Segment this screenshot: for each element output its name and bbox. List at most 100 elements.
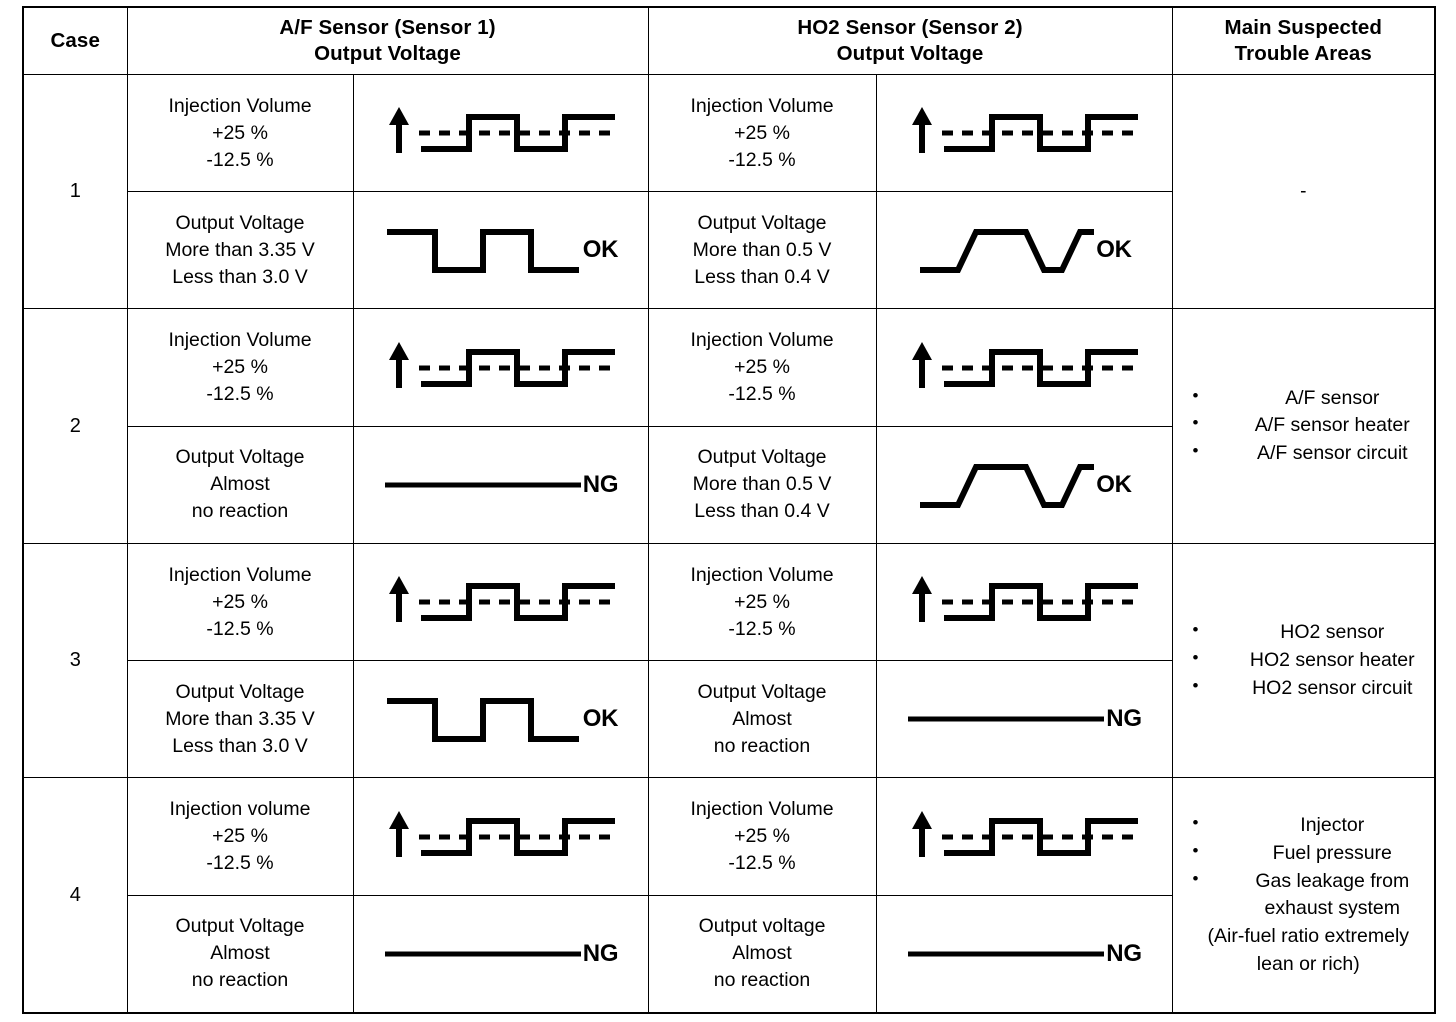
header-trouble-areas: Main Suspected Trouble Areas bbox=[1171, 6, 1436, 75]
af-output-1-line1: Output Voltage bbox=[175, 211, 305, 234]
ho2-output-waveform-cell-1: OK bbox=[875, 191, 1173, 310]
trouble-item: •A/F sensor heater bbox=[1185, 412, 1431, 440]
af-output-3-line1: Output Voltage bbox=[175, 680, 305, 703]
af-waveform-cell-4 bbox=[352, 777, 649, 896]
bullet-icon: • bbox=[1192, 441, 1199, 461]
header-case: Case bbox=[22, 6, 128, 75]
trouble-item: • HO2 sensor bbox=[1185, 619, 1431, 647]
ho2-output-waveform-cell-2: OK bbox=[875, 425, 1173, 544]
af-injection-3-line2: +25 % bbox=[212, 590, 268, 613]
af-output-3-wave: OK bbox=[354, 661, 648, 777]
trouble-item: •Injector bbox=[1185, 812, 1431, 840]
ho2-injection-3-wave bbox=[877, 544, 1172, 660]
af-injection-4-wave bbox=[354, 778, 648, 894]
ho2-output-4-line2: Almost bbox=[732, 942, 792, 965]
trouble-areas-cell-2: •A/F sensor•A/F sensor heater•A/F sensor… bbox=[1171, 308, 1436, 544]
header-af-sensor-line1: A/F Sensor (Sensor 1) bbox=[279, 15, 496, 39]
ho2-output-4-line3: no reaction bbox=[713, 969, 811, 992]
af-injection-3-line3: -12.5 % bbox=[206, 617, 274, 640]
trouble-dash: - bbox=[1300, 181, 1307, 203]
trouble-item-label: Injector bbox=[1300, 814, 1365, 837]
af-output-cell-2: Output Voltage Almost no reaction bbox=[126, 425, 354, 544]
ho2-output-3-line1: Output Voltage bbox=[697, 680, 827, 703]
waveform-flat-line bbox=[384, 951, 581, 957]
ho2-waveform-cell-3 bbox=[875, 542, 1173, 662]
af-output-cell-1: Output Voltage More than 3.35 V Less tha… bbox=[126, 191, 354, 310]
trouble-note-line2: lean or rich) bbox=[1256, 952, 1360, 975]
ho2-injection-1-line3: -12.5 % bbox=[728, 148, 796, 171]
waveform-arrow-square-dashed bbox=[388, 341, 615, 388]
trouble-item: • HO2 sensor heater bbox=[1185, 647, 1431, 675]
af-injection-2-line3: -12.5 % bbox=[206, 383, 274, 406]
ho2-injection-2-wave bbox=[877, 309, 1172, 425]
case-number-cell-2: 2 bbox=[22, 308, 128, 544]
af-output-2-wave: NG bbox=[354, 427, 648, 543]
waveform-arrow-square-dashed bbox=[912, 341, 1139, 388]
ho2-output-cell-3: Output Voltage Almost no reaction bbox=[647, 660, 877, 779]
ho2-injection-2-line1: Injection Volume bbox=[690, 329, 834, 352]
af-condition-cell-2: Injection Volume +25 % -12.5 % bbox=[126, 308, 354, 427]
bullet-icon: • bbox=[1192, 840, 1199, 860]
case-number-cell-3: 3 bbox=[22, 542, 128, 779]
case-row-top: 4 Injection volume +25 % -12.5 % Injecti… bbox=[22, 777, 1436, 1014]
ho2-output-1-line1: Output Voltage bbox=[697, 211, 827, 234]
af-injection-3-wave bbox=[354, 544, 648, 660]
header-trouble-line1: Main Suspected bbox=[1224, 15, 1383, 39]
ho2-output-2-wave: OK bbox=[877, 427, 1172, 543]
bullet-icon: • bbox=[1192, 647, 1199, 667]
trouble-item-label: A/F sensor bbox=[1285, 386, 1380, 409]
up-arrow-icon bbox=[388, 341, 409, 360]
af-output-1-line2: More than 3.35 V bbox=[165, 238, 315, 261]
ho2-condition-cell-4: Injection Volume +25 % -12.5 % bbox=[647, 777, 877, 896]
af-injection-4-line3: -12.5 % bbox=[206, 851, 274, 874]
ho2-output-1-line3: Less than 0.4 V bbox=[694, 265, 830, 288]
ho2-waveform-cell-4 bbox=[875, 777, 1173, 896]
waveform-arrow-square-dashed bbox=[388, 107, 615, 154]
header-ho2-sensor-line1: HO2 Sensor (Sensor 2) bbox=[797, 15, 1023, 39]
ho2-injection-3-line3: -12.5 % bbox=[728, 617, 796, 640]
case-row-bottom: Output Voltage More than 3.35 V Less tha… bbox=[23, 660, 1435, 779]
trouble-item-label: HO2 sensor bbox=[1280, 621, 1385, 644]
af-injection-3-line1: Injection Volume bbox=[168, 563, 312, 586]
ho2-output-waveform-cell-4: NG bbox=[875, 894, 1173, 1014]
trouble-areas-cell-4: •Injector• Fuel pressure• Gas leakage from… bbox=[1171, 777, 1436, 1014]
trouble-item: •HO2 sensor circuit bbox=[1185, 675, 1431, 703]
af-waveform-cell-3 bbox=[352, 542, 649, 662]
af-output-cell-4: Output Voltage Almost no reaction bbox=[126, 894, 354, 1014]
ho2-output-2-verdict: OK bbox=[1096, 470, 1132, 498]
up-arrow-icon bbox=[388, 810, 409, 829]
waveform-arrow-square-dashed bbox=[912, 107, 1139, 154]
af-output-2-line2: Almost bbox=[210, 473, 270, 496]
waveform-flat-line bbox=[908, 716, 1105, 722]
sensor-diagnostic-table: Case A/F Sensor (Sensor 1) Output Voltag… bbox=[22, 6, 1437, 1014]
waveform-square-inverted bbox=[386, 698, 579, 743]
header-ho2-sensor-line2: Output Voltage bbox=[836, 42, 984, 65]
ho2-injection-1-line2: +25 % bbox=[734, 121, 790, 144]
waveform-flat-line bbox=[908, 951, 1105, 957]
trouble-areas-cell-1: - bbox=[1171, 73, 1436, 310]
af-injection-1-line2: +25 % bbox=[212, 121, 268, 144]
trouble-item: • Fuel pressure bbox=[1185, 840, 1431, 868]
up-arrow-icon bbox=[912, 341, 933, 360]
ho2-output-2-line1: Output Voltage bbox=[697, 446, 827, 469]
ho2-condition-cell-3: Injection Volume +25 % -12.5 % bbox=[647, 542, 877, 662]
case-row-top: 3 Injection Volume +25 % -12.5 % Injecti… bbox=[22, 542, 1436, 779]
up-arrow-icon bbox=[912, 810, 933, 829]
ho2-output-1-line2: More than 0.5 V bbox=[692, 238, 832, 261]
af-output-3-line3: Less than 3.0 V bbox=[172, 734, 308, 757]
bullet-icon: • bbox=[1192, 385, 1199, 405]
ho2-injection-4-line2: +25 % bbox=[734, 825, 790, 848]
ho2-waveform-cell-2 bbox=[875, 308, 1173, 427]
trouble-item-label: HO2 sensor heater bbox=[1249, 648, 1415, 671]
trouble-item-label: Fuel pressure bbox=[1272, 841, 1392, 864]
af-injection-2-line2: +25 % bbox=[212, 356, 268, 379]
af-output-2-line1: Output Voltage bbox=[175, 446, 305, 469]
trouble-item: • A/F sensor bbox=[1185, 385, 1431, 413]
table-header: Case A/F Sensor (Sensor 1) Output Voltag… bbox=[22, 6, 1436, 75]
case-row-top: 2 Injection Volume +25 % -12.5 % Injecti… bbox=[22, 308, 1436, 544]
trouble-item-label: A/F sensor circuit bbox=[1256, 442, 1408, 465]
ho2-injection-4-line1: Injection Volume bbox=[690, 798, 834, 821]
trouble-item-label: Gas leakage from bbox=[1255, 869, 1410, 892]
bullet-icon: • bbox=[1192, 620, 1199, 640]
